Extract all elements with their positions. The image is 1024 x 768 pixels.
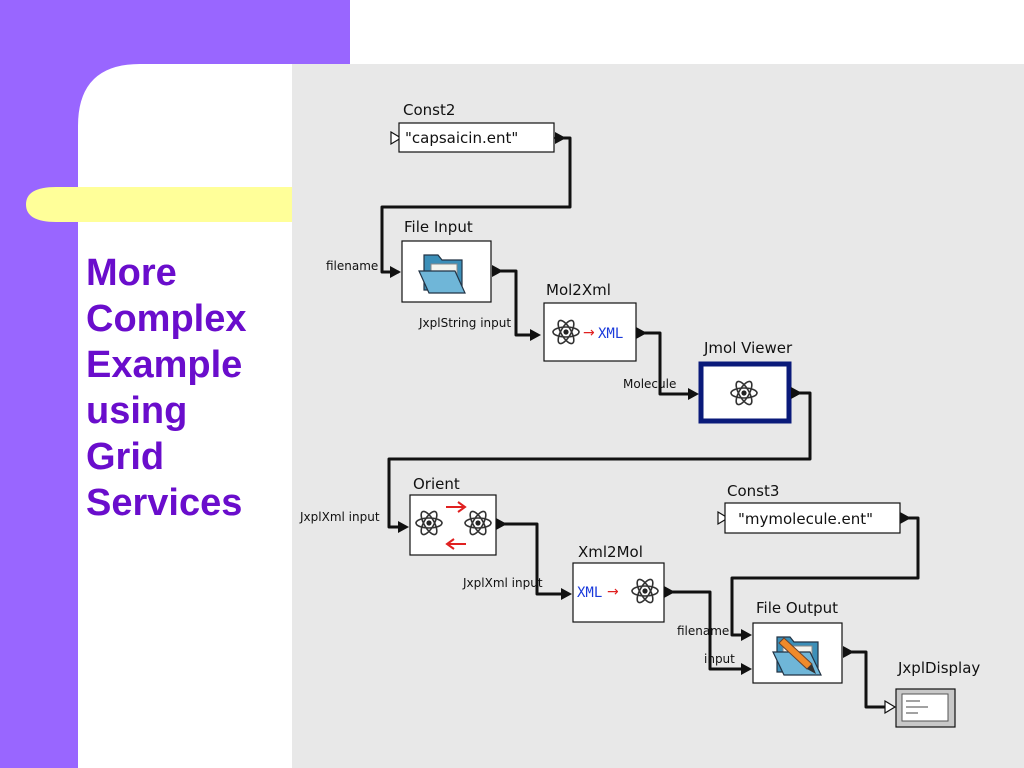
file-output-input-port[interactable] xyxy=(741,663,752,675)
wire-const2-to-file-input[interactable] xyxy=(380,136,572,274)
jmol-viewer-output-port[interactable] xyxy=(791,387,802,399)
folder-icon xyxy=(418,254,466,294)
mol2xml-box xyxy=(543,302,637,362)
wire-file-output-to-display[interactable] xyxy=(846,650,886,709)
orient-output-port[interactable] xyxy=(496,518,507,530)
const2-value-box xyxy=(398,122,555,153)
jmol-viewer-input-port[interactable] xyxy=(688,388,699,400)
workflow-diagram: Const2 "capsaicin.ent" File Input filena… xyxy=(299,101,980,728)
title-line-4: using xyxy=(86,390,188,432)
const3-output-port[interactable] xyxy=(900,512,911,524)
const2-input-port[interactable] xyxy=(390,130,403,146)
orient-title: Orient xyxy=(413,475,460,493)
jxpl-display-input-port[interactable] xyxy=(884,699,897,715)
const2-title: Const2 xyxy=(403,101,455,119)
mol2xml-title: Mol2Xml xyxy=(546,281,611,299)
xml2mol-xml-text: XML xyxy=(577,585,602,601)
orient-port-label: JxplXml input xyxy=(299,510,380,524)
wire-jmol-to-orient[interactable] xyxy=(387,391,812,529)
title-line-3: Example xyxy=(86,344,243,386)
orient-input-port[interactable] xyxy=(398,521,409,533)
title-line-1: More xyxy=(86,252,177,294)
jmol-viewer-box xyxy=(698,361,792,424)
file-output-filename-port[interactable] xyxy=(741,629,752,641)
atom-to-xml-icon: → XML xyxy=(552,317,623,347)
node-const2[interactable]: Const2 "capsaicin.ent" xyxy=(390,101,566,153)
node-xml2mol[interactable]: Xml2Mol JxplXml input XML → xyxy=(462,543,675,623)
jmol-viewer-port-label: Molecule xyxy=(623,377,676,391)
title-line-2: Complex xyxy=(86,298,247,340)
xml2mol-port-label: JxplXml input xyxy=(462,576,543,590)
folder-pen-icon xyxy=(772,636,822,676)
title-line-5: Grid xyxy=(86,436,165,478)
svg-text:→: → xyxy=(583,325,595,341)
file-input-port-label: filename xyxy=(326,259,378,273)
node-file-output[interactable]: File Output filename input xyxy=(677,599,854,684)
slide-title: More Complex Example using Grid Services xyxy=(86,250,286,526)
node-jxpl-display[interactable]: JxplDisplay xyxy=(884,659,980,728)
file-output-port-label-input: input xyxy=(704,652,735,666)
xml2mol-title: Xml2Mol xyxy=(578,543,643,561)
title-line-6: Services xyxy=(86,482,243,524)
file-input-input-port[interactable] xyxy=(390,266,401,278)
node-file-input[interactable]: File Input filename xyxy=(326,218,503,303)
xml2mol-box xyxy=(572,562,665,623)
diagram-canvas-bg xyxy=(292,64,1024,768)
xml2mol-output-port[interactable] xyxy=(664,586,675,598)
file-output-port-label-filename: filename xyxy=(677,624,729,638)
file-input-output-port[interactable] xyxy=(492,265,503,277)
mol2xml-output-port[interactable] xyxy=(636,327,647,339)
wire-file-input-to-mol2xml[interactable] xyxy=(494,269,539,337)
const3-value-box xyxy=(724,502,901,534)
mol2xml-port-label: JxplString input xyxy=(418,316,511,330)
node-mol2xml[interactable]: Mol2Xml JxplString input → XML xyxy=(418,281,647,362)
const2-value: "capsaicin.ent" xyxy=(405,129,518,147)
file-output-title: File Output xyxy=(756,599,838,617)
const3-title: Const3 xyxy=(727,482,779,500)
file-input-title: File Input xyxy=(404,218,473,236)
mol2xml-input-port[interactable] xyxy=(530,329,541,341)
wire-mol2xml-to-jmol[interactable] xyxy=(638,331,695,396)
jxpl-display-title: JxplDisplay xyxy=(897,659,980,677)
jmol-viewer-title: Jmol Viewer xyxy=(703,339,793,357)
svg-text:→: → xyxy=(607,584,619,600)
const3-input-port[interactable] xyxy=(717,510,730,526)
file-output-output-port[interactable] xyxy=(843,646,854,658)
xml2mol-input-port[interactable] xyxy=(561,588,572,600)
yellow-accent-bar xyxy=(26,187,292,222)
const3-value: "mymolecule.ent" xyxy=(738,510,873,528)
mol2xml-xml-text: XML xyxy=(598,326,623,342)
orient-icon xyxy=(415,501,492,550)
node-const3[interactable]: Const3 "mymolecule.ent" xyxy=(717,482,911,534)
wire-orient-to-xml2mol[interactable] xyxy=(498,522,568,596)
display-icon xyxy=(895,688,956,728)
connection-wires xyxy=(380,136,920,709)
node-jmol-viewer[interactable]: Jmol Viewer Molecule xyxy=(623,339,802,424)
node-orient[interactable]: Orient JxplXml input xyxy=(299,475,507,556)
const2-output-port[interactable] xyxy=(555,132,566,144)
wire-const3-to-file-output[interactable] xyxy=(730,516,920,637)
xml-to-atom-icon: XML → xyxy=(577,576,659,606)
wire-xml2mol-to-file-output[interactable] xyxy=(666,590,747,671)
